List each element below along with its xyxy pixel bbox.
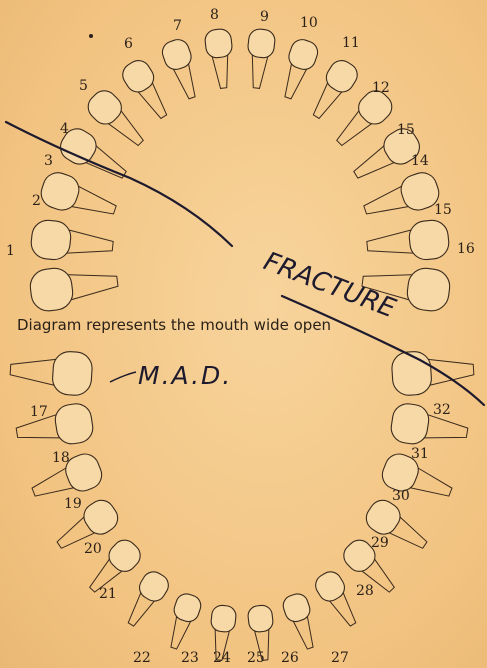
tooth-crown: [405, 266, 451, 313]
tooth-crown: [247, 28, 276, 59]
tooth-number: 15: [434, 202, 452, 218]
tooth-number: 16: [457, 241, 475, 257]
initials-annotation: M.A.D.: [110, 361, 232, 390]
tooth-number: 27: [331, 650, 349, 666]
tooth-root: [67, 230, 114, 258]
tooth-crown: [391, 351, 432, 396]
tooth: [28, 261, 120, 313]
tooth: [14, 402, 95, 452]
initials-handwriting: M.A.D.: [138, 361, 232, 390]
tooth: [391, 348, 475, 396]
fracture-handwriting: FRACTURE: [259, 247, 399, 325]
tooth-number: 23: [181, 650, 199, 666]
tooth: [304, 56, 361, 124]
tooth-number: 14: [411, 153, 429, 169]
tooth-number: 25: [247, 650, 265, 666]
tooth-root: [249, 54, 268, 88]
tooth-crown: [312, 568, 349, 606]
tooth-number: 29: [371, 535, 389, 551]
tooth-crown: [104, 535, 145, 576]
tooth-crown: [210, 604, 237, 633]
tooth-number: 19: [64, 496, 82, 512]
tooth-number: 28: [356, 583, 374, 599]
tooth: [30, 219, 115, 266]
tooth-number: 22: [133, 650, 151, 666]
tooth: [312, 568, 365, 632]
tooth-number: 9: [260, 9, 269, 25]
tooth-number: 26: [281, 650, 299, 666]
initials-tick: [110, 372, 136, 382]
tooth-number: 6: [124, 36, 133, 52]
tooth: [365, 219, 450, 266]
tooth: [120, 568, 173, 632]
upper-arch: [28, 28, 451, 313]
tooth-number: 3: [44, 153, 53, 169]
tooth: [9, 348, 93, 396]
tooth-number: 17: [30, 404, 48, 420]
tooth-root: [10, 357, 56, 386]
tooth-number: 12: [372, 80, 390, 96]
tooth-number: 11: [342, 35, 360, 51]
tooth-root: [366, 230, 413, 258]
tooth-number: 30: [392, 488, 410, 504]
tooth-number: 31: [411, 446, 429, 462]
tooth-number: 4: [60, 121, 69, 137]
tooth-crown: [118, 56, 158, 96]
tooth-number: 18: [52, 450, 70, 466]
tooth-number: 1: [6, 243, 15, 259]
tooth-number: 5: [79, 78, 88, 94]
tooth-number: 21: [99, 586, 117, 602]
tooth-crown: [204, 28, 233, 59]
tooth-number: 8: [210, 7, 219, 23]
tooth-root: [424, 415, 469, 445]
tooth-crown: [247, 604, 274, 633]
ink-dot: [89, 34, 93, 38]
tooth-crown: [322, 56, 362, 96]
tooth-number: 20: [84, 541, 102, 557]
tooth-number: 24: [213, 650, 231, 666]
tooth-number: 2: [32, 193, 41, 209]
tooth-crown: [30, 219, 72, 261]
tooth: [204, 28, 237, 90]
tooth-crown: [389, 402, 431, 446]
tooth-root: [212, 54, 231, 88]
tooth-crown: [408, 219, 450, 261]
tooth: [37, 169, 120, 227]
diagram-caption: Diagram represents the mouth wide open: [17, 316, 331, 334]
tooth-root: [428, 357, 474, 386]
tooth-crown: [28, 266, 74, 313]
tooth: [359, 169, 442, 227]
tooth: [243, 28, 276, 90]
tooth-crown: [52, 351, 93, 396]
tooth: [275, 37, 320, 103]
tooth: [389, 402, 470, 452]
tooth-number: 15: [397, 122, 415, 138]
tooth-number: 10: [300, 15, 318, 31]
tooth-root: [69, 269, 119, 300]
tooth-crown: [53, 402, 95, 446]
tooth-crown: [135, 568, 172, 606]
tooth-crown: [79, 495, 123, 539]
tooth: [159, 37, 204, 103]
tooth-number: 7: [173, 18, 182, 34]
tooth-number: 32: [433, 402, 451, 418]
tooth-crown: [83, 86, 127, 130]
tooth: [162, 591, 204, 652]
tooth: [280, 591, 322, 652]
tooth: [118, 56, 175, 124]
